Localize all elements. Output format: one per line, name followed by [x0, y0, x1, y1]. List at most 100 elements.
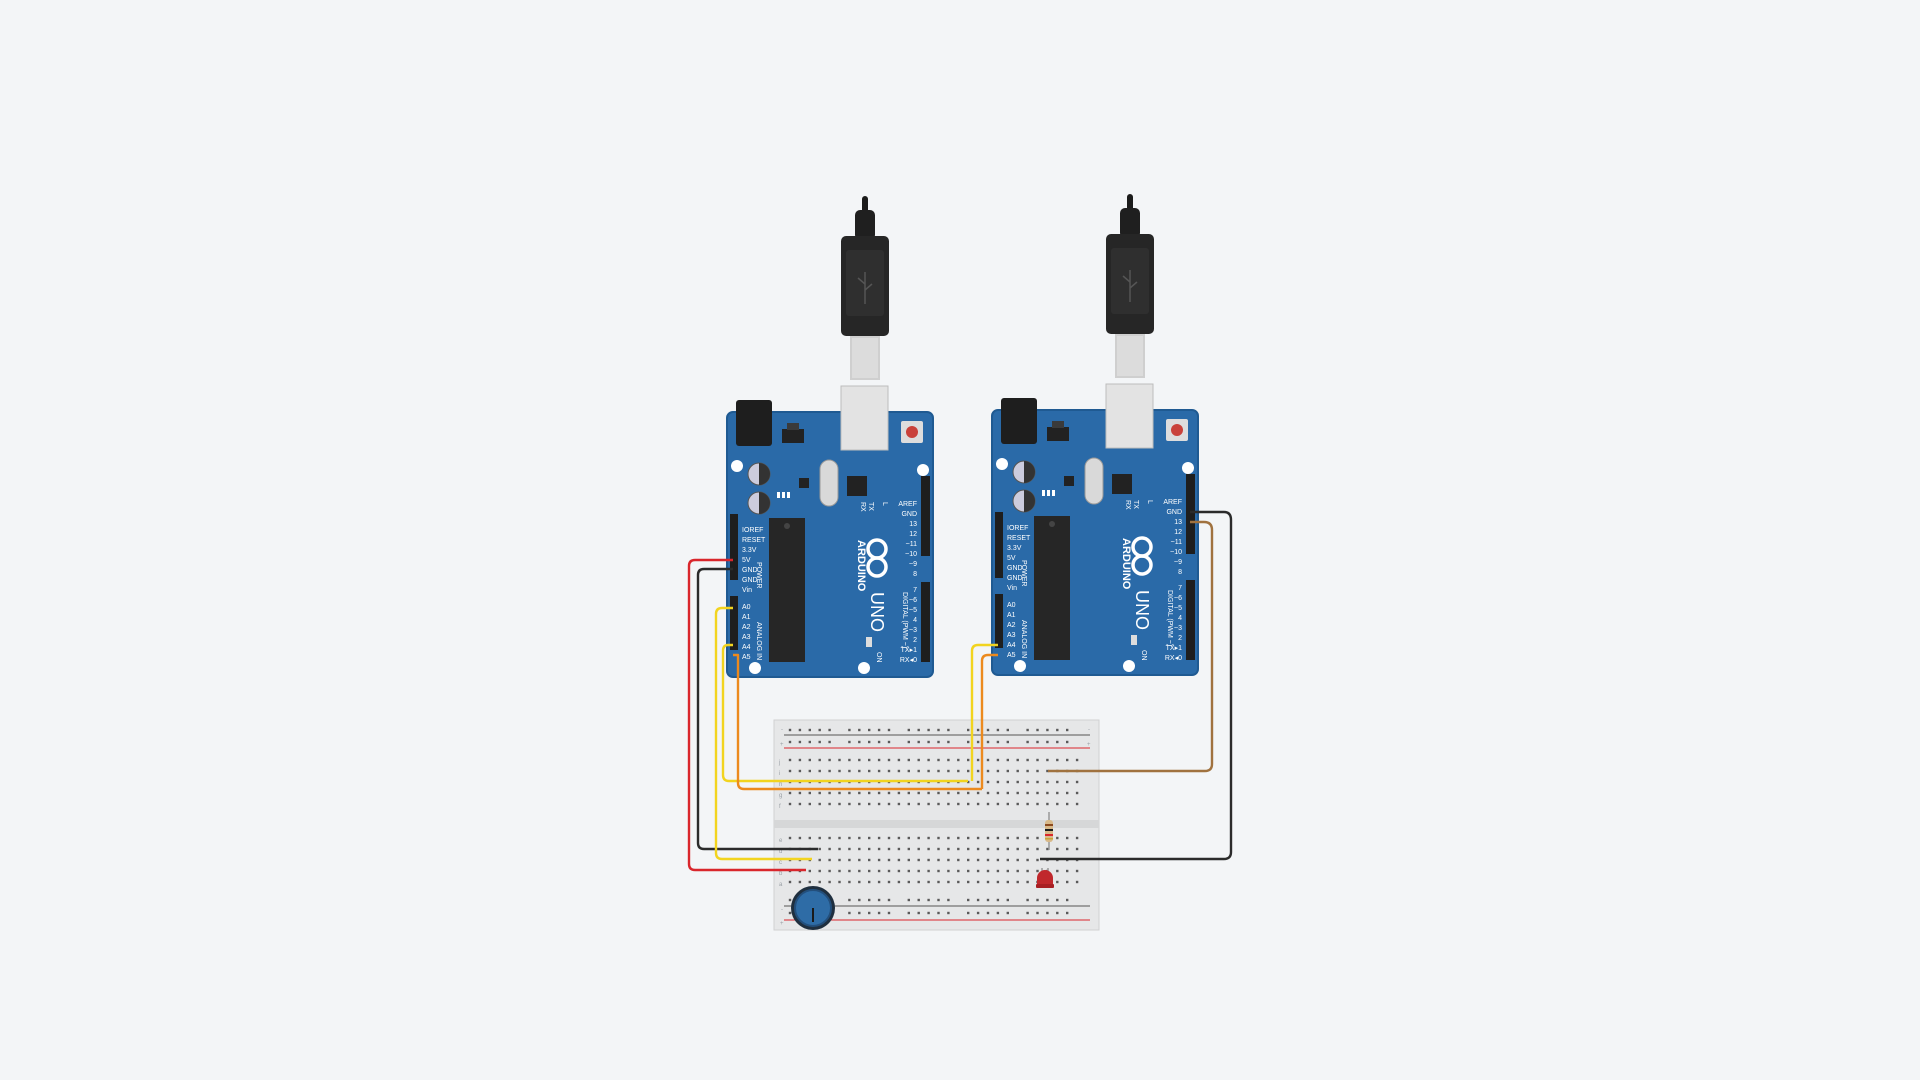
breadboard-hole[interactable] — [917, 758, 920, 762]
breadboard-hole[interactable] — [798, 740, 802, 744]
breadboard-hole[interactable] — [937, 769, 940, 773]
wire-yellow-a4-left[interactable] — [721, 643, 968, 783]
breadboard-hole[interactable] — [818, 769, 821, 773]
breadboard-hole[interactable] — [828, 858, 831, 862]
breadboard-hole[interactable] — [907, 802, 910, 806]
breadboard-hole[interactable] — [996, 911, 1000, 915]
breadboard-hole[interactable] — [858, 758, 861, 762]
breadboard-hole[interactable] — [927, 858, 930, 862]
breadboard-hole[interactable] — [808, 758, 811, 762]
breadboard-hole[interactable] — [808, 769, 811, 773]
breadboard-hole[interactable] — [927, 869, 930, 873]
breadboard-hole[interactable] — [848, 728, 851, 732]
breadboard-hole[interactable] — [1006, 869, 1009, 873]
breadboard-hole[interactable] — [927, 740, 930, 744]
breadboard-hole[interactable] — [1046, 758, 1049, 762]
breadboard-hole[interactable] — [907, 858, 910, 862]
breadboard-hole[interactable] — [1006, 791, 1009, 795]
breadboard-hole[interactable] — [967, 769, 970, 773]
breadboard-hole[interactable] — [976, 911, 980, 915]
breadboard-hole[interactable] — [848, 769, 851, 773]
breadboard-hole[interactable] — [937, 836, 940, 840]
breadboard-hole[interactable] — [877, 898, 881, 902]
breadboard-hole[interactable] — [1026, 740, 1029, 744]
breadboard-hole[interactable] — [937, 869, 940, 873]
breadboard-hole[interactable] — [897, 858, 901, 862]
breadboard-hole[interactable] — [848, 869, 851, 873]
breadboard-hole[interactable] — [976, 898, 980, 902]
breadboard-hole[interactable] — [927, 758, 930, 762]
breadboard-hole[interactable] — [927, 836, 930, 840]
breadboard-hole[interactable] — [808, 880, 811, 884]
breadboard-hole[interactable] — [1046, 791, 1049, 795]
breadboard-hole[interactable] — [828, 869, 831, 873]
breadboard-hole[interactable] — [1006, 728, 1009, 732]
breadboard-hole[interactable] — [1066, 869, 1069, 873]
breadboard-hole[interactable] — [1006, 880, 1009, 884]
breadboard-hole[interactable] — [877, 791, 881, 795]
breadboard-hole[interactable] — [848, 911, 851, 915]
breadboard-hole[interactable] — [996, 880, 1000, 884]
breadboard-hole[interactable] — [838, 791, 841, 795]
breadboard-hole[interactable] — [917, 836, 920, 840]
breadboard-hole[interactable] — [798, 769, 802, 773]
breadboard-hole[interactable] — [947, 802, 950, 806]
breadboard-hole[interactable] — [788, 769, 792, 773]
breadboard-hole[interactable] — [858, 911, 861, 915]
breadboard-hole[interactable] — [848, 791, 851, 795]
breadboard-hole[interactable] — [1006, 847, 1009, 851]
breadboard-hole[interactable] — [907, 847, 910, 851]
breadboard-hole[interactable] — [828, 740, 831, 744]
breadboard-hole[interactable] — [1066, 758, 1069, 762]
breadboard-hole[interactable] — [1056, 880, 1059, 884]
breadboard-hole[interactable] — [1066, 780, 1069, 784]
breadboard-hole[interactable] — [788, 836, 792, 840]
breadboard-hole[interactable] — [1056, 728, 1059, 732]
breadboard-hole[interactable] — [907, 911, 910, 915]
breadboard-hole[interactable] — [788, 898, 792, 902]
breadboard-hole[interactable] — [967, 780, 970, 784]
breadboard-hole[interactable] — [1046, 780, 1049, 784]
breadboard-hole[interactable] — [907, 836, 910, 840]
breadboard-hole[interactable] — [1016, 847, 1019, 851]
breadboard-hole[interactable] — [1075, 847, 1079, 851]
breadboard-hole[interactable] — [976, 802, 980, 806]
breadboard-hole[interactable] — [828, 791, 831, 795]
breadboard-hole[interactable] — [868, 769, 871, 773]
breadboard-hole[interactable] — [996, 769, 1000, 773]
breadboard-hole[interactable] — [917, 911, 920, 915]
breadboard-hole[interactable] — [986, 769, 990, 773]
breadboard-hole[interactable] — [937, 728, 940, 732]
breadboard-hole[interactable] — [967, 858, 970, 862]
breadboard-hole[interactable] — [868, 847, 871, 851]
breadboard-hole[interactable] — [1075, 791, 1079, 795]
breadboard-hole[interactable] — [967, 758, 970, 762]
breadboard-hole[interactable] — [887, 740, 891, 744]
breadboard-hole[interactable] — [986, 847, 990, 851]
breadboard-hole[interactable] — [818, 758, 821, 762]
breadboard-hole[interactable] — [957, 869, 960, 873]
breadboard-hole[interactable] — [1066, 728, 1069, 732]
breadboard-hole[interactable] — [947, 728, 950, 732]
breadboard-hole[interactable] — [868, 858, 871, 862]
breadboard-hole[interactable] — [1006, 836, 1009, 840]
breadboard-hole[interactable] — [1036, 740, 1039, 744]
breadboard-hole[interactable] — [917, 858, 920, 862]
breadboard-hole[interactable] — [868, 802, 871, 806]
breadboard-hole[interactable] — [986, 880, 990, 884]
breadboard-hole[interactable] — [947, 869, 950, 873]
breadboard-hole[interactable] — [1026, 769, 1029, 773]
breadboard-hole[interactable] — [967, 869, 970, 873]
breadboard-hole[interactable] — [1016, 791, 1019, 795]
breadboard-hole[interactable] — [1046, 847, 1049, 851]
breadboard-hole[interactable] — [1056, 836, 1059, 840]
breadboard-hole[interactable] — [788, 740, 792, 744]
breadboard-hole[interactable] — [996, 802, 1000, 806]
breadboard-hole[interactable] — [1066, 880, 1069, 884]
breadboard-hole[interactable] — [897, 869, 901, 873]
arduino-uno-board-right[interactable]: IOREF RESET 3.3V 5V GND GND Vin A0 A1 A2… — [991, 383, 1199, 676]
breadboard-hole[interactable] — [1075, 880, 1079, 884]
breadboard-hole[interactable] — [868, 836, 871, 840]
breadboard-hole[interactable] — [828, 802, 831, 806]
breadboard-hole[interactable] — [887, 858, 891, 862]
